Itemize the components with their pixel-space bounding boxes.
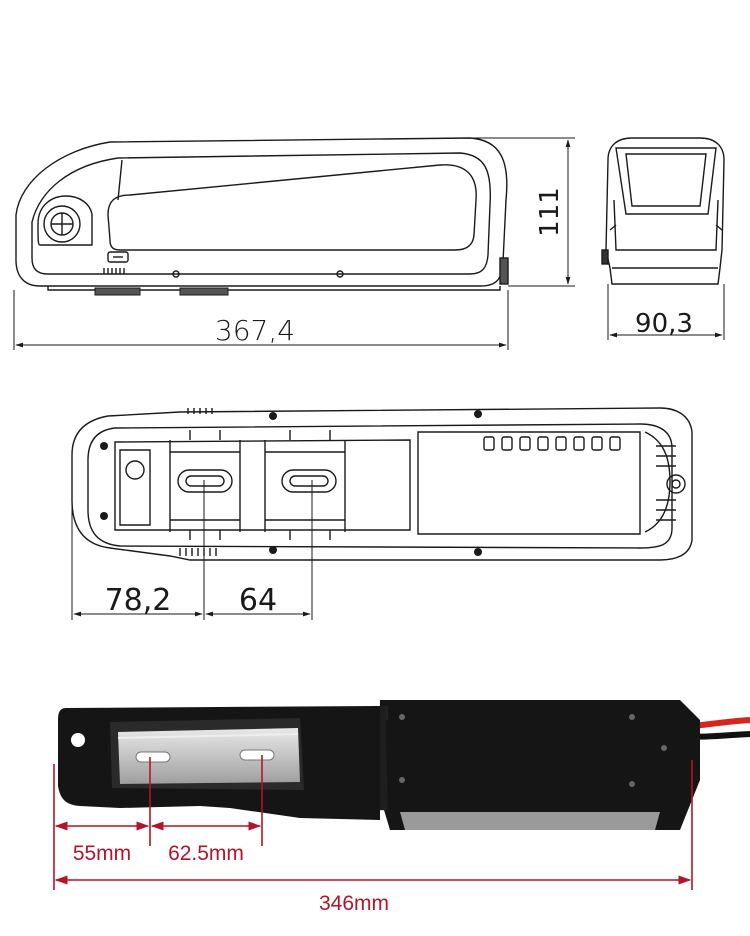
photo-length-label: 346mm — [319, 892, 389, 915]
photo-dimensions — [53, 755, 693, 890]
length-label: 367,4 — [215, 314, 295, 347]
bottom-view-screws — [100, 410, 482, 556]
silver-rail — [118, 728, 300, 784]
width-dimension — [607, 284, 725, 340]
height-label: 111 — [535, 187, 565, 237]
photo-spacing-label: 62.5mm — [168, 842, 244, 865]
battery-bottom-view — [71, 407, 693, 561]
battery-end-view — [601, 137, 725, 285]
length-dimension — [13, 290, 509, 350]
offset-label: 78,2 — [105, 583, 172, 618]
offset-spacing-dimension — [71, 480, 313, 620]
battery-side-view — [15, 137, 509, 291]
battery-photo — [58, 700, 750, 830]
width-label: 90,3 — [635, 309, 693, 339]
bottom-view-leds — [483, 436, 621, 451]
spacing-label: 64 — [239, 583, 277, 618]
battery-bottom-pads — [94, 287, 229, 296]
height-dimension — [470, 137, 575, 287]
photo-offset-label: 55mm — [73, 842, 131, 865]
